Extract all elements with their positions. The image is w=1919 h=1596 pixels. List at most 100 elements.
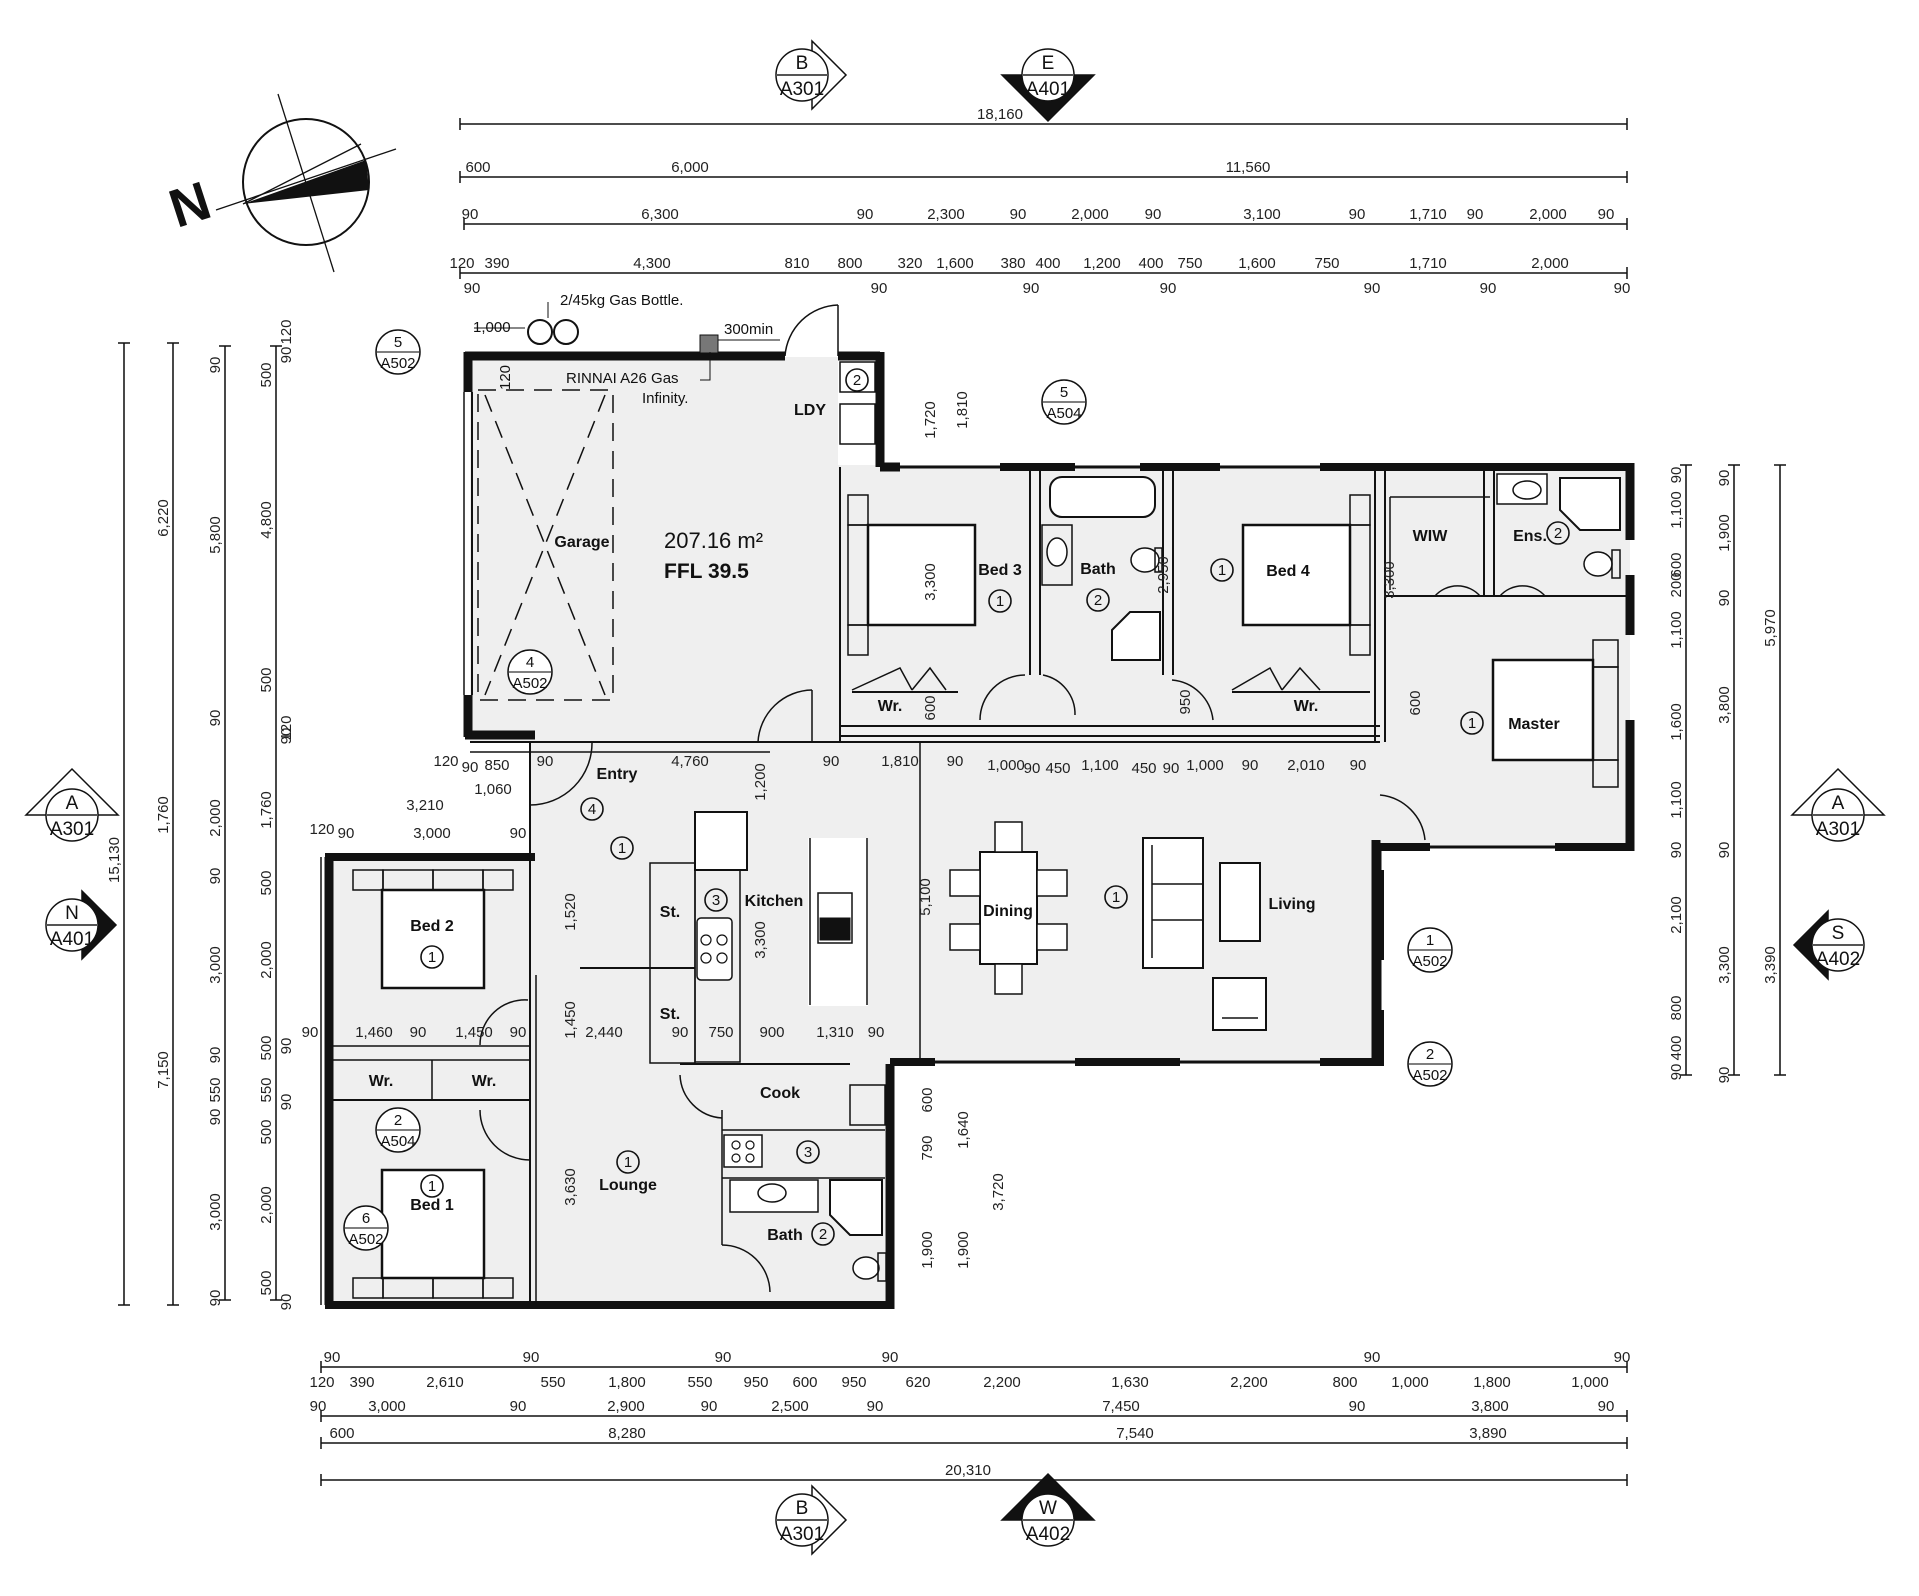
dim-label: 1,600 [936, 255, 974, 272]
dim-label: 3,390 [1762, 946, 1779, 984]
dim-label: 90 [823, 753, 840, 770]
dim-label: 90 [1668, 842, 1685, 859]
dim-label: 5,100 [917, 878, 934, 916]
dim-label: 390 [484, 255, 509, 272]
room-bed1: Bed 11 [410, 1174, 454, 1214]
dim-label: 400 [1138, 255, 1163, 272]
dim-label: 90 [1598, 1398, 1615, 1415]
room-label: Bath [767, 1227, 803, 1244]
room-cook: Cook [760, 1085, 800, 1102]
room-bed2: Bed 21 [410, 918, 454, 969]
dim-label: 4,300 [633, 255, 671, 272]
dim-label: 500 [258, 1270, 275, 1295]
room-label: Wr. [878, 698, 903, 715]
dim-label: 500 [258, 1119, 275, 1144]
dim-label: 1,810 [954, 391, 971, 429]
dim-label: 2,200 [1230, 1374, 1268, 1391]
dim-label: 7,150 [155, 1051, 172, 1089]
room-wr-bed3: Wr. [878, 698, 903, 715]
dim-label: 120 [309, 1374, 334, 1391]
room-type-tag-icon [610, 836, 634, 860]
room-label: Lounge [599, 1177, 657, 1194]
dim-label: 3,210 [406, 797, 444, 814]
dim-label: 2,000 [1529, 206, 1567, 223]
dim-label: 90 [1349, 1398, 1366, 1415]
marker-sheet: A402 [1816, 949, 1860, 970]
room-label: Kitchen [745, 893, 804, 910]
dim-label: 90 [278, 728, 295, 745]
dim-label: 90 [310, 1398, 327, 1415]
dim-label: 600 [919, 1087, 936, 1112]
room-label: Cook [760, 1085, 800, 1102]
dim-label: 1,760 [258, 791, 275, 829]
dim-label: 200 [1668, 572, 1685, 597]
dim-label: 500 [258, 362, 275, 387]
dim-label: 1,630 [1111, 1374, 1149, 1391]
detail-sheet: A502 [380, 355, 415, 372]
dim-label: 90 [715, 1349, 732, 1366]
svg-text:N: N [162, 170, 218, 239]
room-store2: St. [660, 1006, 680, 1023]
dim-label: 850 [484, 757, 509, 774]
dim-label: 2,610 [426, 1374, 464, 1391]
dim-label: 1,600 [1238, 255, 1276, 272]
dim-label: 600 [1668, 552, 1685, 577]
dim-label: 15,130 [106, 837, 123, 883]
dim-label: 1,000 [1391, 1374, 1429, 1391]
dim-chain-top-0: 18,160 [459, 106, 1628, 130]
dim-label: 800 [837, 255, 862, 272]
room-type-num: 2 [1554, 525, 1562, 542]
dim-label: 90 [1160, 280, 1177, 297]
dim-label: 90 [462, 759, 479, 776]
dim-label: 90 [947, 753, 964, 770]
gas-bottle-note: 2/45kg Gas Bottle. [560, 292, 683, 309]
dim-label: 450 [1131, 760, 1156, 777]
dim-label: 1,450 [455, 1024, 493, 1041]
dim-label: 1,100 [1081, 757, 1119, 774]
dim-label: 1,460 [355, 1024, 393, 1041]
west-wing [320, 742, 895, 1309]
dim-label: 90 [857, 206, 874, 223]
dim-label: 320 [897, 255, 922, 272]
dim-chain-right-0: 901,1006002001,1001,6001,100902,10080040… [1668, 464, 1692, 1080]
room-type-num: 2 [819, 1226, 827, 1243]
room-type-num: 2 [853, 372, 861, 389]
room-type-tag-icon [420, 1174, 444, 1198]
dim-label: 90 [537, 753, 554, 770]
dim-label: 3,300 [752, 921, 769, 959]
dim-label: 1,200 [752, 763, 769, 801]
dim-label: 90 [1467, 206, 1484, 223]
dim-label: 6,000 [671, 159, 709, 176]
room-type-tag-icon [1460, 711, 1484, 735]
dim-label: 400 [1035, 255, 1060, 272]
garage-wall-note: 120 [497, 365, 514, 390]
dim-label: 1,100 [1668, 611, 1685, 649]
dim-label: 600 [1407, 690, 1424, 715]
dim-label: 620 [905, 1374, 930, 1391]
dim-label: 90 [464, 280, 481, 297]
dim-label: 550 [687, 1374, 712, 1391]
room-label: Wr. [1294, 698, 1319, 715]
dim-label: 90 [1614, 280, 1631, 297]
dim-label: 3,000 [207, 946, 224, 984]
